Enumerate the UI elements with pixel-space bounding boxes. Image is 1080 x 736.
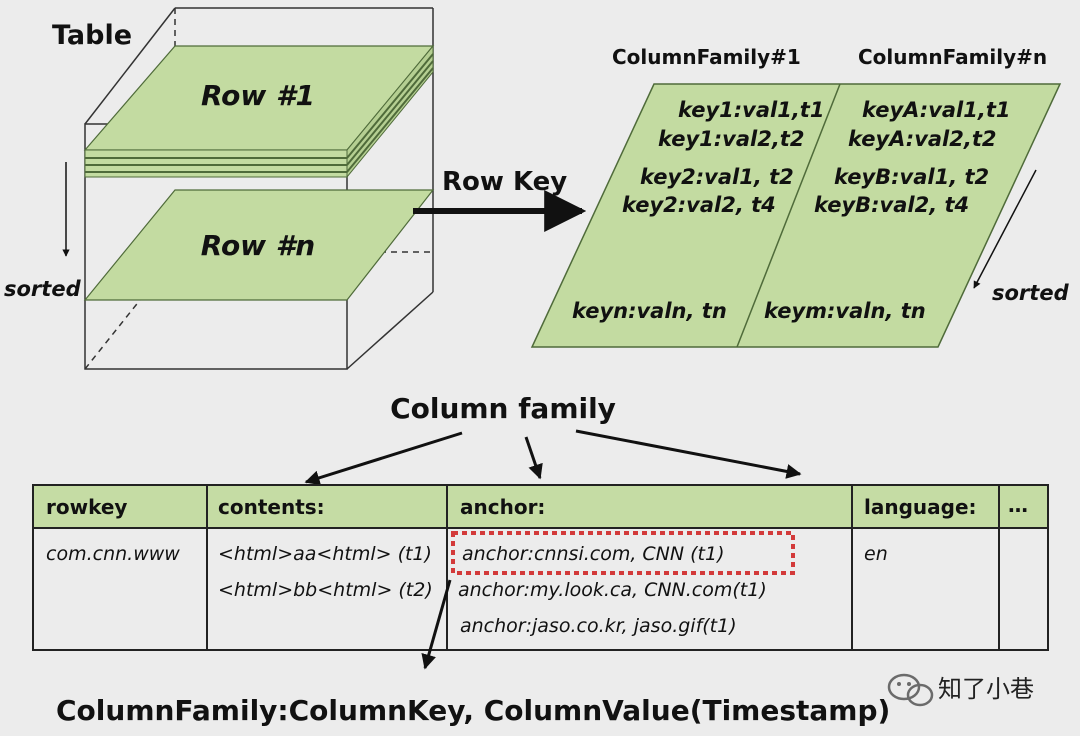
row-n-label: Row #n — [201, 229, 315, 262]
wechat-icon — [889, 675, 932, 705]
column-family-arrow-right — [576, 431, 800, 474]
cfn-title: ColumnFamily#n — [858, 45, 1047, 69]
cf1-entry: key1:val2,t2 — [658, 127, 804, 151]
cell-anchor: anchor:cnnsi.com, CNN (t1) — [462, 543, 725, 565]
header-anchor: anchor: — [460, 495, 545, 519]
cell-anchor: anchor:my.look.ca, CNN.com(t1) — [458, 579, 767, 601]
cfn-entry: keyA:val2,t2 — [848, 127, 997, 151]
header-more: … — [1008, 493, 1028, 517]
cf1-entry: key2:val1, t2 — [640, 165, 794, 189]
column-family-label: Column family — [390, 392, 616, 425]
cf1-title: ColumnFamily#1 — [612, 45, 801, 69]
column-family-arrow-left — [306, 433, 462, 482]
cf1-entry: key2:val2, t4 — [622, 193, 776, 217]
cfn-last-entry: keym:valn, tn — [764, 299, 926, 323]
cf1-last-entry: keyn:valn, tn — [572, 299, 727, 323]
cfn-entry: keyA:val1,t1 — [862, 98, 1011, 122]
cell-rowkey: com.cnn.www — [46, 543, 180, 565]
header-contents: contents: — [218, 495, 325, 519]
cfn-entry: keyB:val2, t4 — [814, 193, 969, 217]
cell-anchor: anchor:jaso.co.kr, jaso.gif(t1) — [460, 615, 737, 637]
cf1-entry: key1:val1,t1 — [678, 98, 824, 122]
watermark-text: 知了小巷 — [938, 675, 1034, 703]
table-label: Table — [52, 20, 132, 51]
cell-contents: <html>bb<html> (t2) — [218, 579, 433, 601]
column-family-arrow-middle — [526, 437, 540, 478]
cell-language: en — [864, 543, 888, 565]
header-rowkey: rowkey — [46, 495, 127, 519]
row-key-label: Row Key — [442, 167, 567, 197]
footer-formula: ColumnFamily:ColumnKey, ColumnValue(Time… — [56, 694, 890, 727]
header-language: language: — [864, 495, 977, 519]
sorted-label-left: sorted — [4, 277, 82, 301]
cfn-entry: keyB:val1, t2 — [834, 165, 989, 189]
row-1-label: Row #1 — [201, 79, 315, 112]
sorted-label-right: sorted — [992, 281, 1070, 305]
cell-contents: <html>aa<html> (t1) — [218, 543, 432, 565]
